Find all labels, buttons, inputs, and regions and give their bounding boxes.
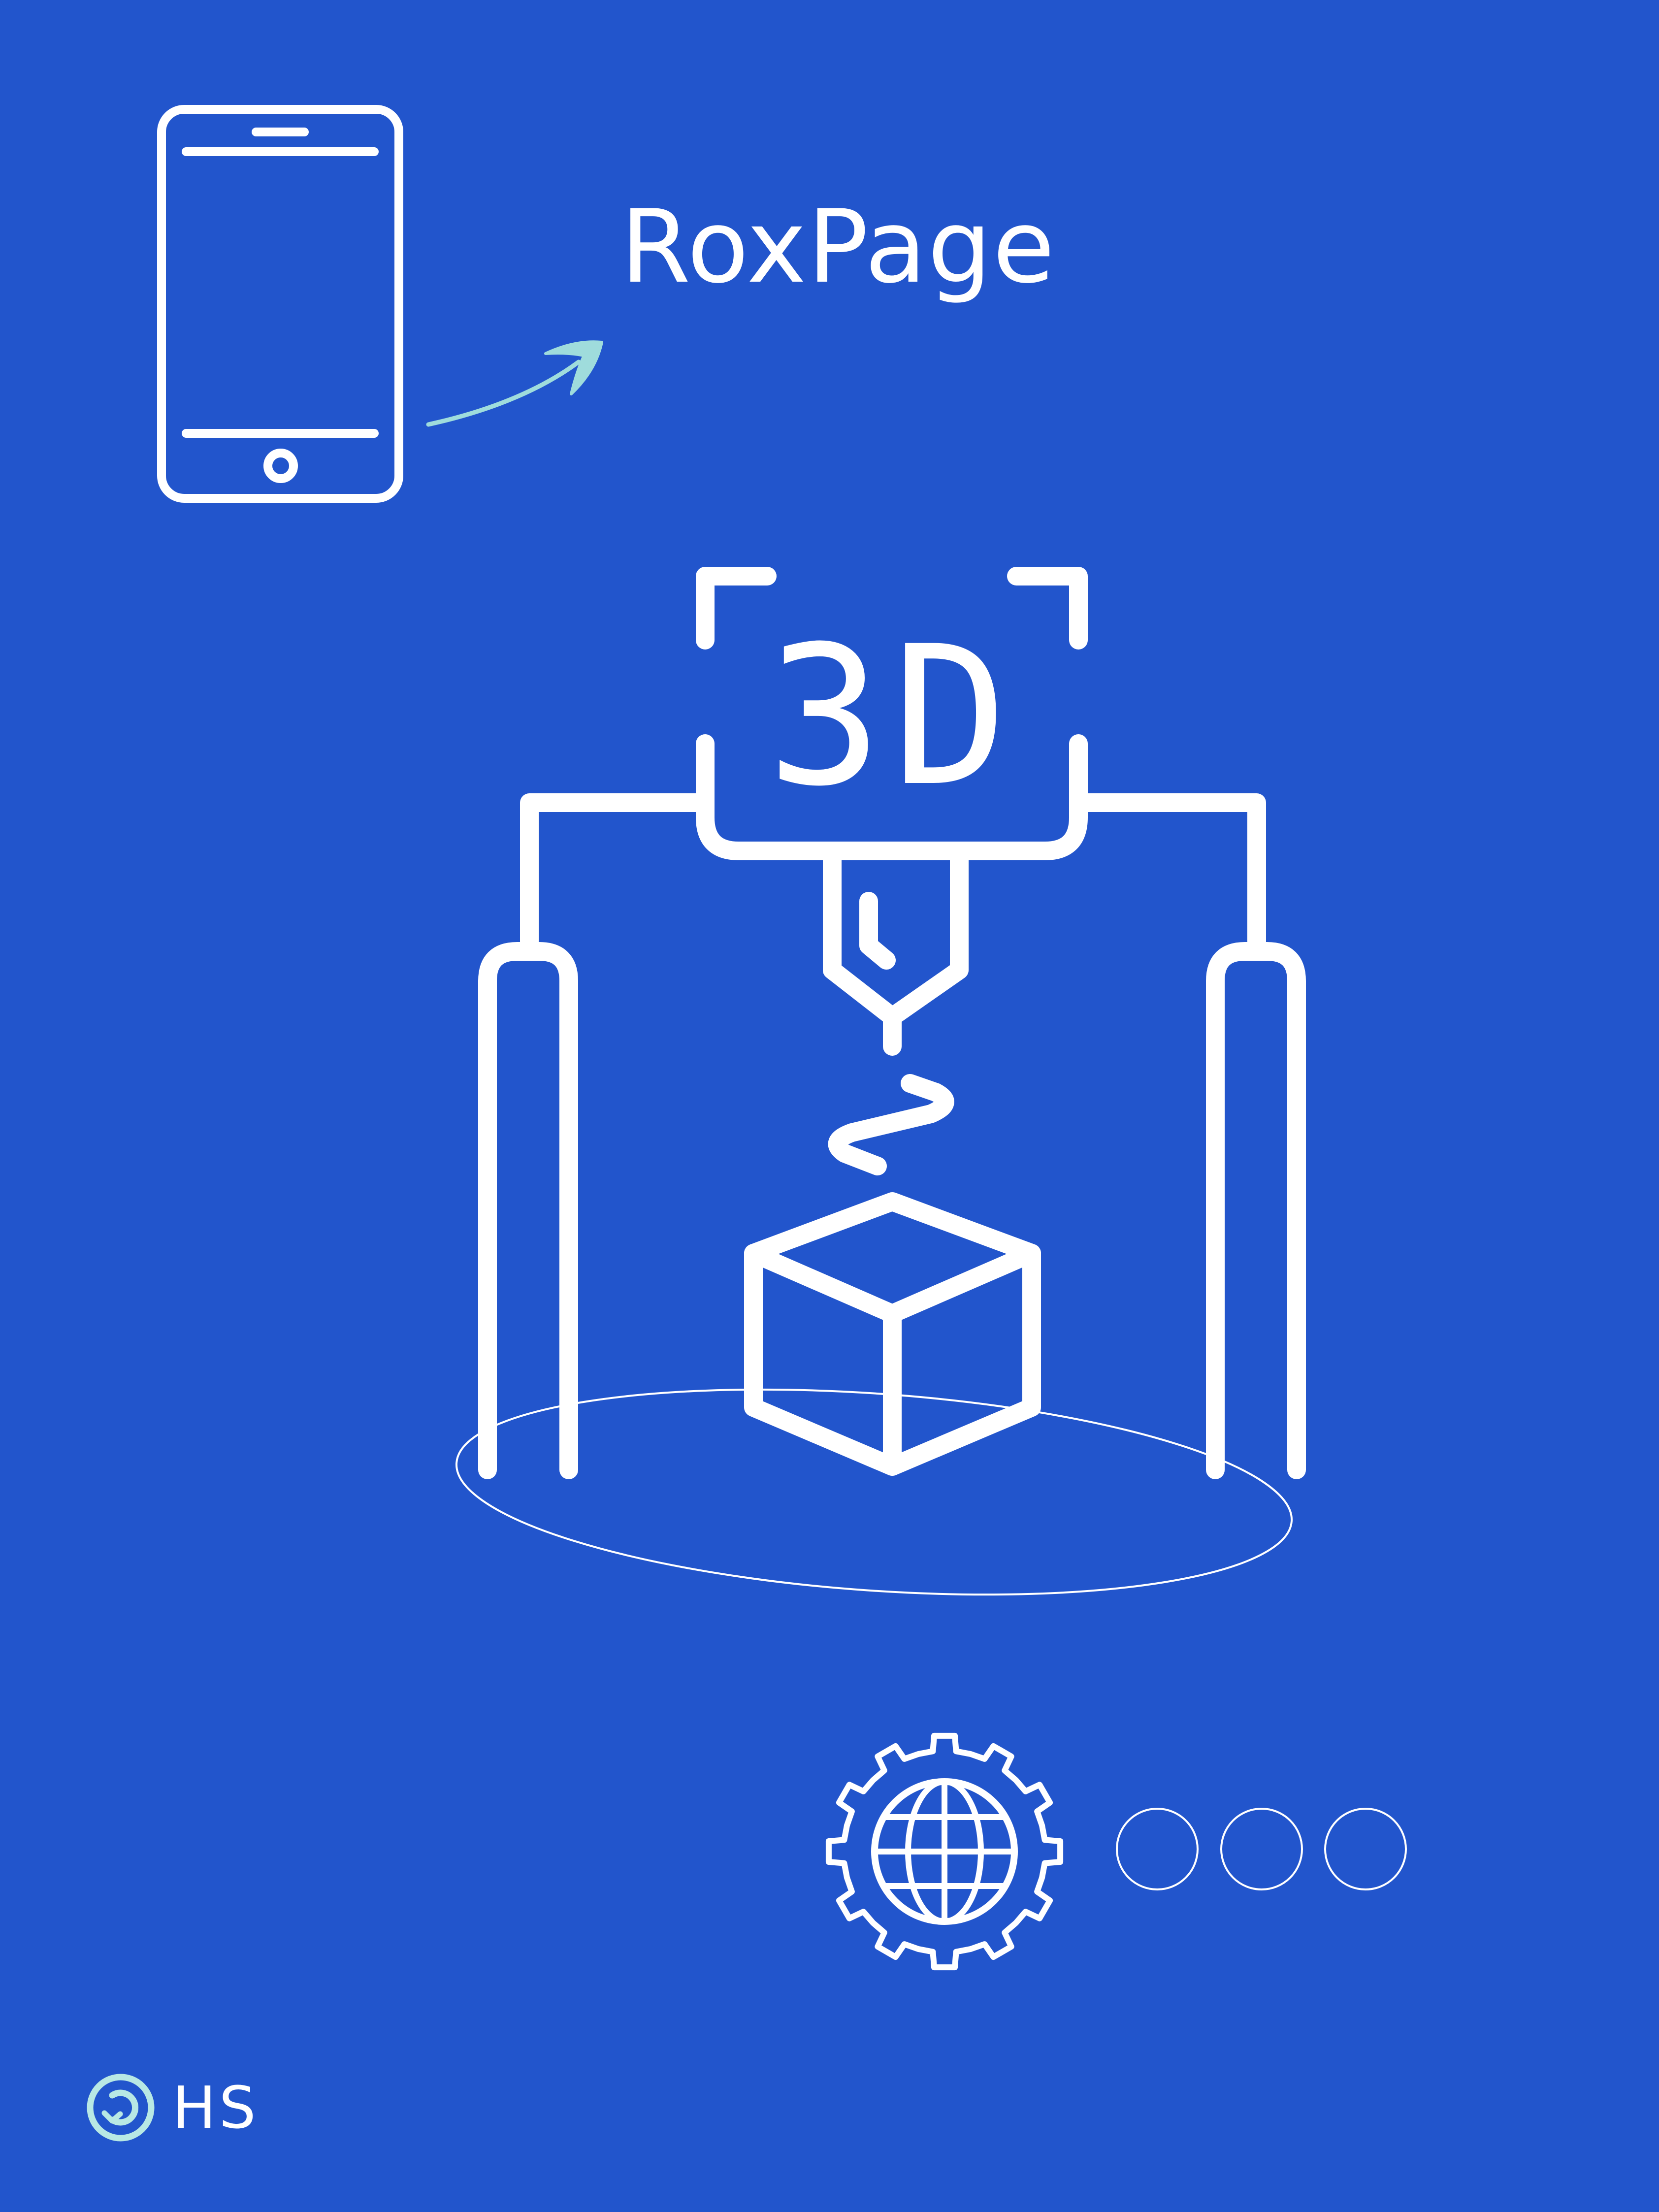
pagination xyxy=(1116,1808,1407,1890)
rail-left xyxy=(478,942,578,1479)
base-plate xyxy=(455,1388,1293,1596)
print-head xyxy=(696,734,1088,860)
gear-globe-icon xyxy=(825,1732,1064,1971)
page-dot-3[interactable] xyxy=(1324,1808,1407,1890)
page-dot-1[interactable] xyxy=(1116,1808,1199,1890)
printed-cube xyxy=(744,1192,1041,1476)
page-dot-2[interactable] xyxy=(1220,1808,1303,1890)
nozzle-mark xyxy=(859,892,896,970)
gantry-right xyxy=(1069,793,1266,951)
copyleft-icon xyxy=(87,2074,155,2142)
footer-logo: HS xyxy=(84,2068,259,2147)
frame-bracket-top-right xyxy=(1007,567,1088,650)
filament xyxy=(828,1074,954,1175)
curved-arrow-icon xyxy=(426,340,603,427)
gantry-left xyxy=(520,793,715,951)
smartphone-icon xyxy=(157,105,403,503)
brand-name: RoxPage xyxy=(620,189,1056,306)
frame-bracket-top-left xyxy=(696,567,777,650)
footer-initials: HS xyxy=(172,2074,259,2142)
printer-label: 3D xyxy=(767,605,1018,828)
rail-right xyxy=(1206,942,1306,1479)
